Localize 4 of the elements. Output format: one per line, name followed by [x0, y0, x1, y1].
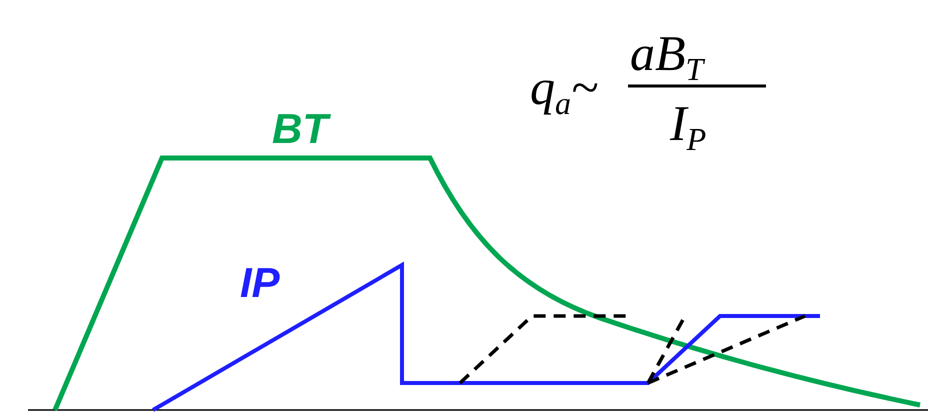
formula-text: q$_{a}$~ [530, 62, 598, 119]
formula-denominator: I$_{P}$ [670, 98, 706, 155]
trace-label: IP [240, 262, 280, 304]
formula-numerator: aB$_{T}$ [630, 28, 704, 85]
